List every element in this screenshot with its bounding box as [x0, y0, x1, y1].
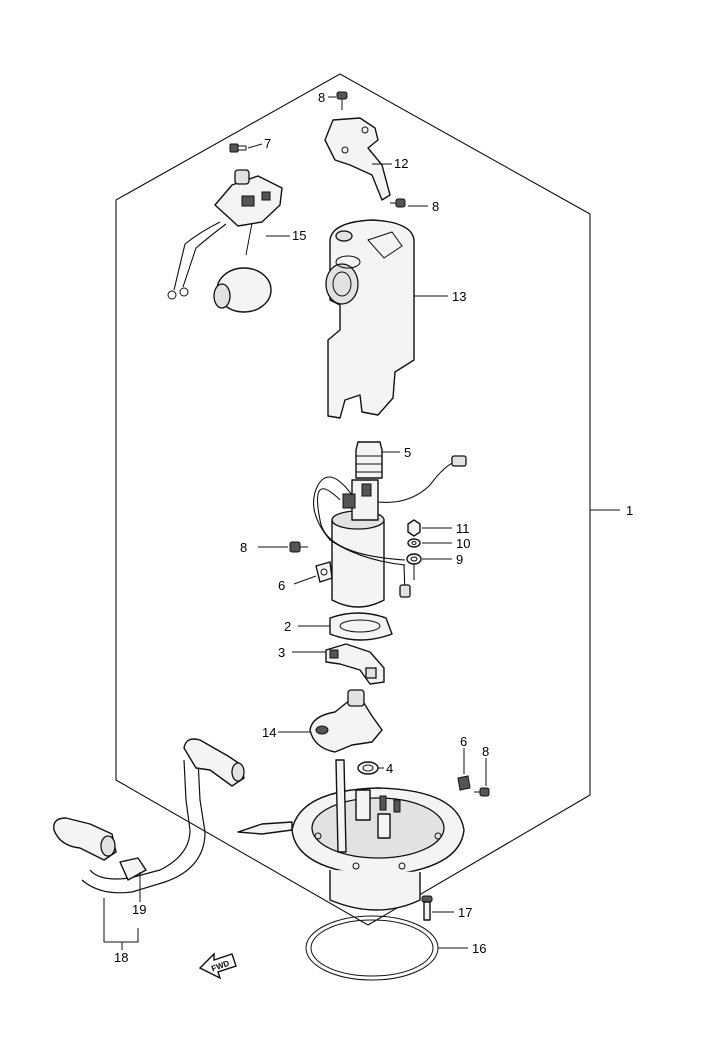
pump-base-plate	[237, 759, 465, 911]
callout-2: 2	[284, 619, 291, 634]
screw-8-bracket	[390, 198, 406, 208]
clip-3	[325, 643, 385, 685]
callout-9: 9	[456, 552, 463, 567]
washer-9	[406, 553, 422, 580]
oring-4	[357, 761, 379, 775]
callout-15: 15	[292, 228, 306, 243]
callout-7: 7	[264, 136, 271, 151]
callout-19: 19	[132, 902, 146, 917]
damper-5	[355, 441, 383, 479]
callout-8-top: 8	[318, 90, 325, 105]
callout-17: 17	[458, 905, 472, 920]
leader-7	[247, 143, 263, 149]
washer-10	[407, 538, 421, 548]
pump-housing-13	[325, 219, 415, 419]
callout-11: 11	[456, 521, 470, 536]
callout-12: 12	[394, 156, 408, 171]
assembly-boundary	[115, 73, 591, 926]
callout-3: 3	[278, 645, 285, 660]
callout-5: 5	[404, 445, 411, 460]
bracket-12	[324, 117, 391, 201]
callout-8-bracket: 8	[432, 199, 439, 214]
callout-8-right: 8	[482, 744, 489, 759]
fuel-level-gauge	[167, 169, 283, 313]
callout-16: 16	[472, 941, 486, 956]
oring-16	[305, 915, 439, 981]
screw-8-right	[474, 787, 490, 797]
callout-14: 14	[262, 725, 276, 740]
leader-6-left	[293, 575, 317, 585]
callout-4: 4	[386, 761, 393, 776]
callout-18: 18	[114, 950, 128, 965]
terminal-6-right	[457, 775, 471, 791]
screw-8-left	[289, 541, 308, 553]
callout-13: 13	[452, 289, 466, 304]
holder-2	[329, 612, 393, 641]
callout-1: 1	[626, 503, 633, 518]
fuel-pump-body	[313, 455, 467, 608]
callout-10: 10	[456, 536, 470, 551]
callout-6-left: 6	[278, 578, 285, 593]
fuel-hose-18	[53, 738, 245, 894]
fwd-arrow-icon: FWD	[198, 952, 237, 980]
callout-8-left: 8	[240, 540, 247, 555]
strainer-14	[309, 689, 383, 753]
screw-8-top	[336, 91, 348, 110]
nut-11	[407, 519, 421, 537]
callout-6-right: 6	[460, 734, 467, 749]
terminal-6	[315, 561, 333, 583]
bolt-17	[421, 895, 433, 921]
leader-18	[103, 898, 139, 943]
screw-7	[229, 143, 247, 153]
